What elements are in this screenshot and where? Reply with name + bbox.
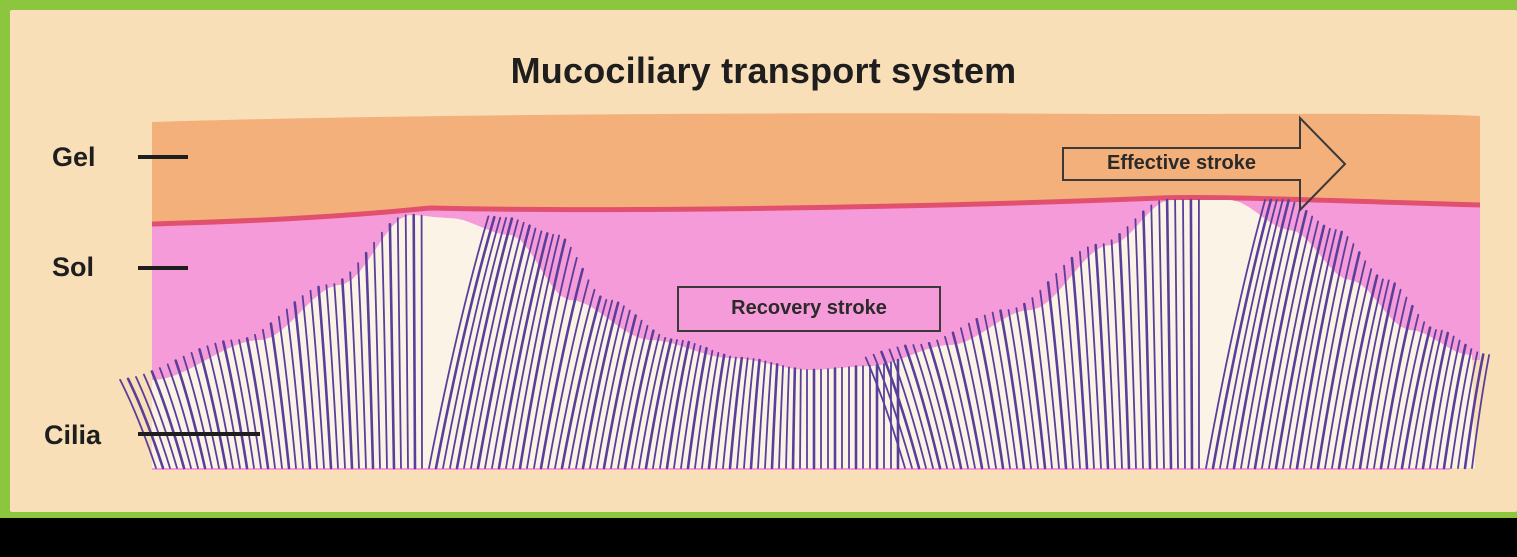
frame-corner [0,510,10,518]
label-gel: Gel [52,142,96,173]
recovery-stroke-label: Recovery stroke [678,297,940,320]
cilium-strand [414,215,415,468]
label-cilia: Cilia [44,420,101,451]
tick-gel [138,155,188,159]
cilium-strand [800,370,801,469]
diagram-panel: Mucociliary transport system Gel Sol Cil… [10,10,1517,512]
cilium-strand [1191,200,1192,468]
effective-stroke-label: Effective stroke [1063,152,1300,175]
tick-cilia [138,432,260,436]
tick-sol [138,266,188,270]
cilium-strand [120,380,156,468]
label-sol: Sol [52,252,94,283]
bottom-bar [0,518,1517,557]
diagram-title: Mucociliary transport system [10,50,1517,92]
